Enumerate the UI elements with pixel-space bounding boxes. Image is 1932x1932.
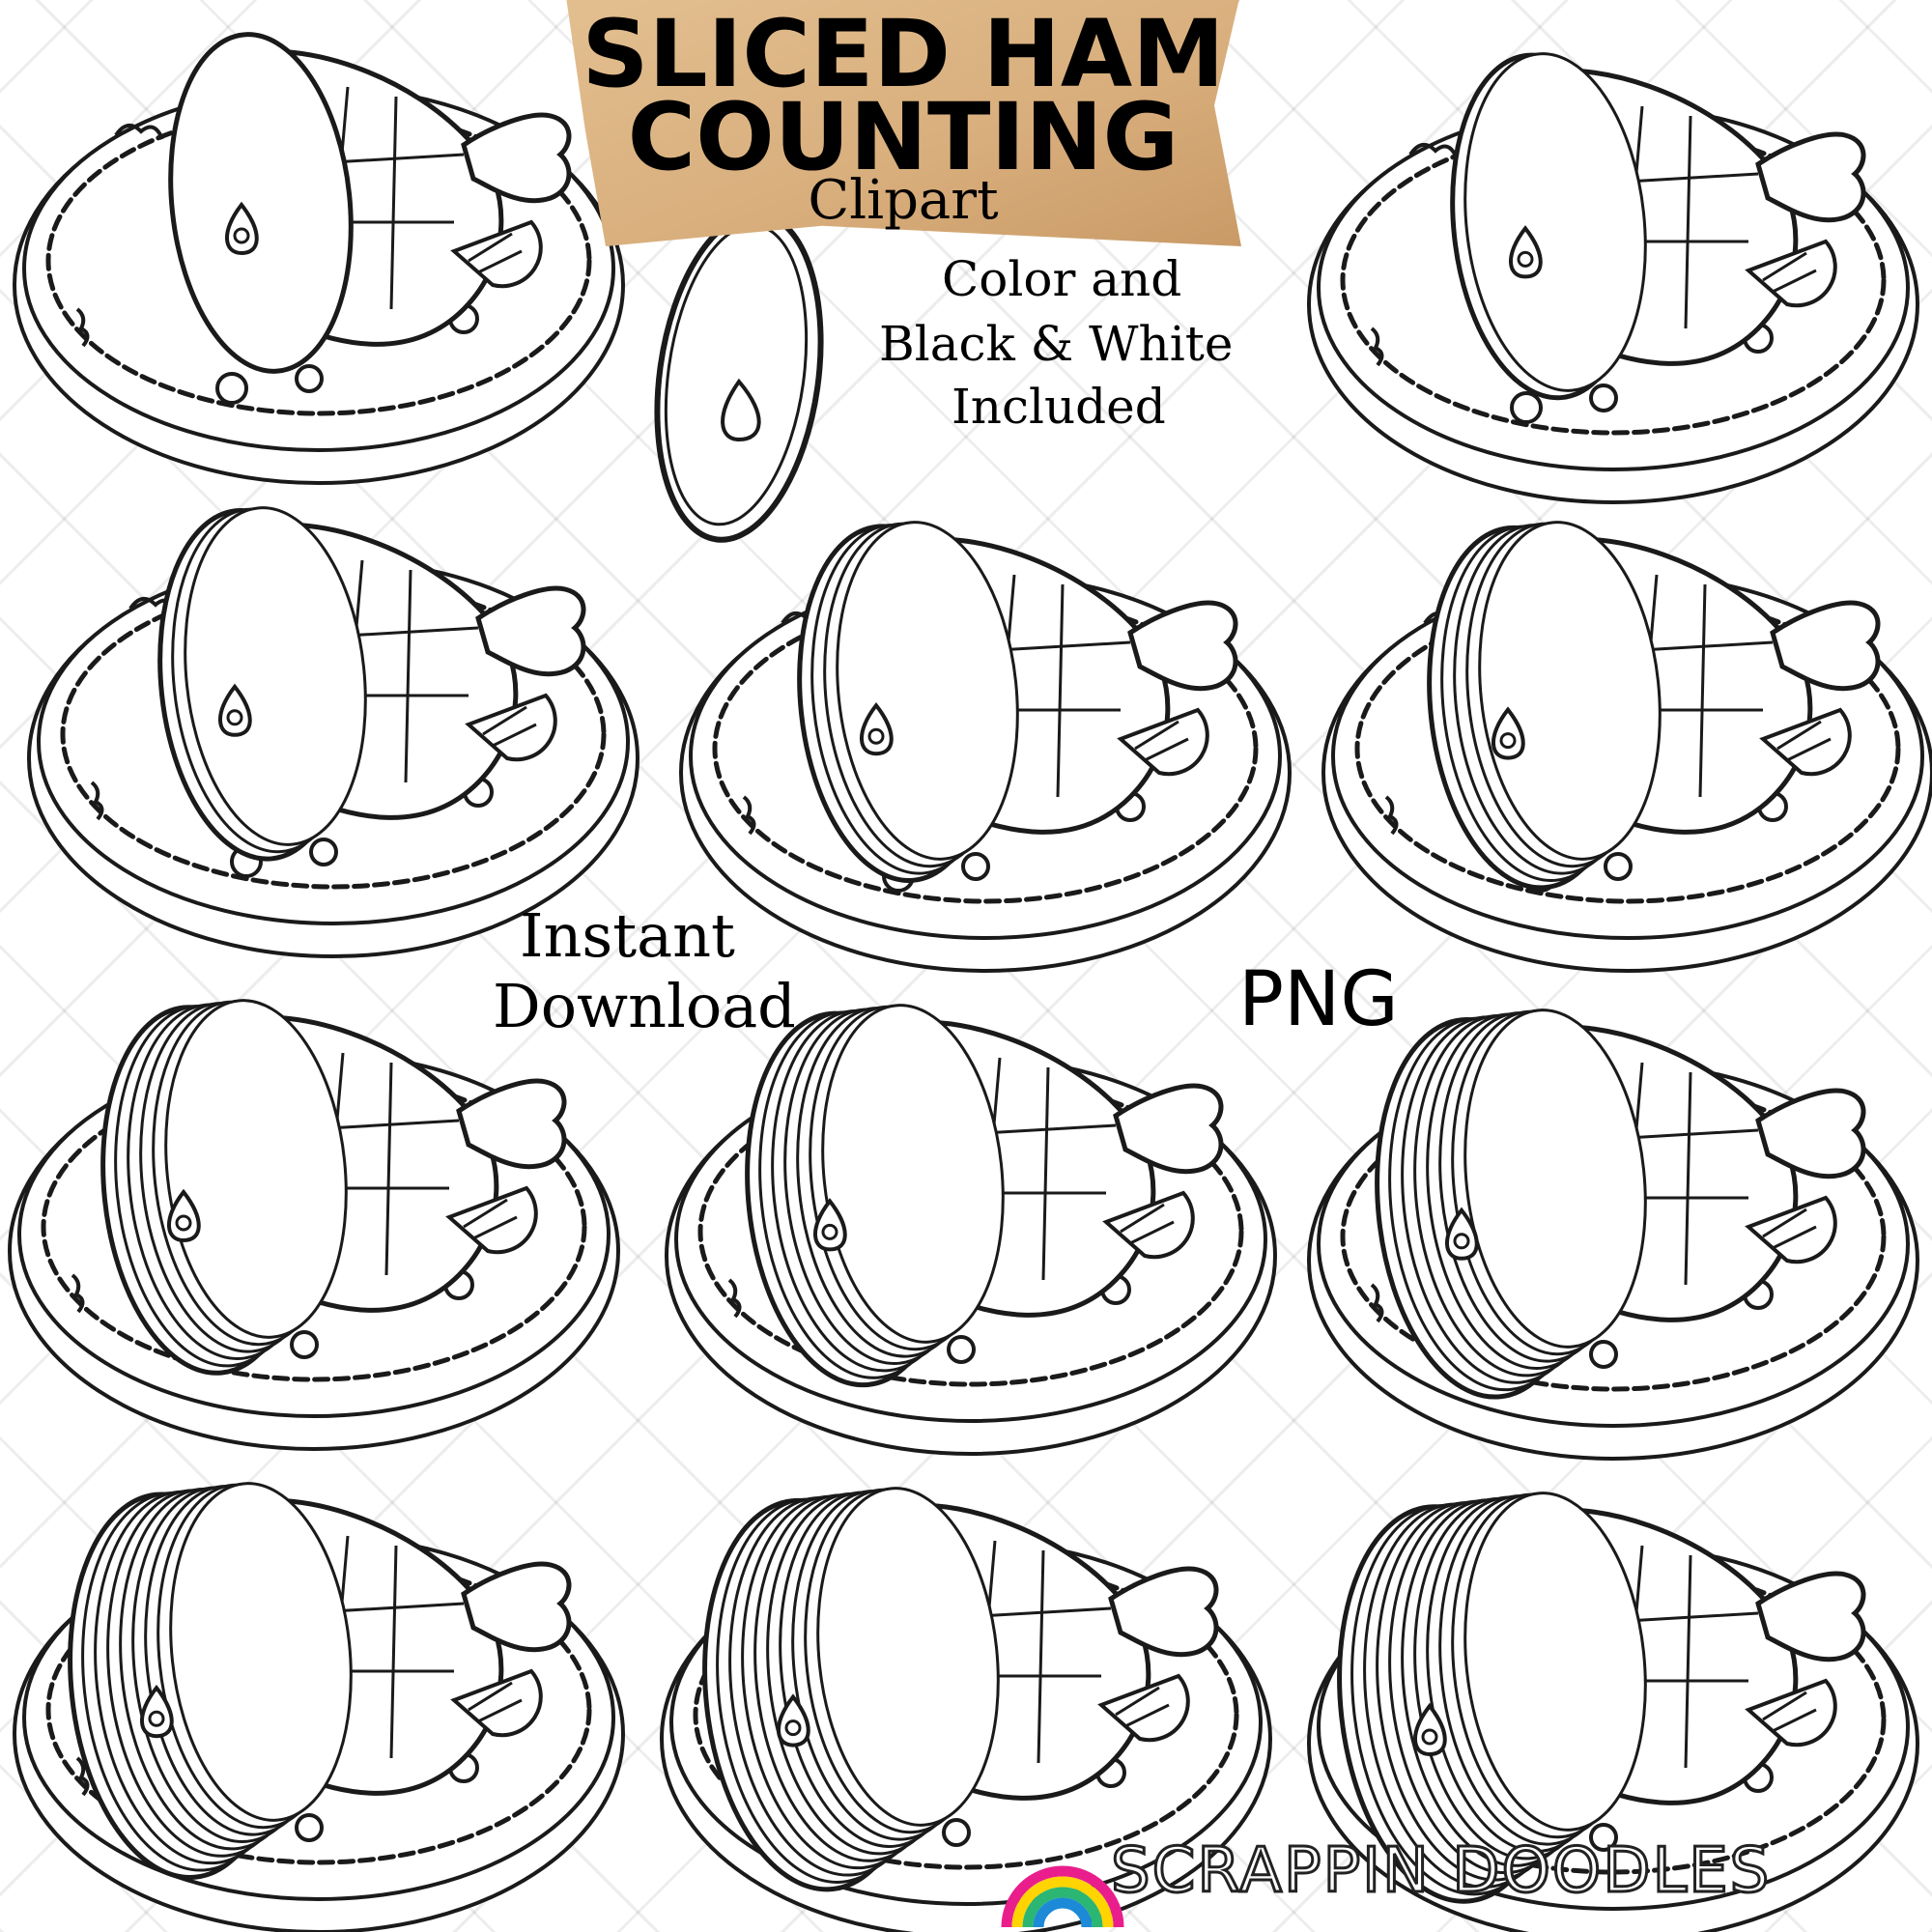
- ham-slice: [1463, 1492, 1647, 1832]
- ham-slice: [821, 1004, 1005, 1344]
- subtitle-line-1: Color and: [942, 251, 1182, 307]
- ham-slice: [168, 32, 354, 374]
- subtitle-line-3: Included: [952, 379, 1166, 435]
- ham-slice: [816, 1487, 1000, 1827]
- title-line-3: Clipart: [808, 169, 999, 232]
- ham-slice: [169, 1482, 353, 1822]
- ham-plate: [29, 506, 638, 956]
- ham-plate: [1309, 52, 1918, 502]
- ham-plate: [1309, 1492, 1918, 1932]
- format-label: PNG: [1238, 956, 1399, 1043]
- brand-name: SCRAPPIN DOODLES: [1109, 1834, 1772, 1909]
- ham-plate: [1309, 1009, 1918, 1459]
- brand-logo: [1001, 1865, 1124, 1928]
- ham-slice: [164, 999, 348, 1339]
- ham-plate: [667, 1004, 1275, 1454]
- ham-slice: [1463, 1009, 1647, 1349]
- rainbow-band: [1033, 1897, 1093, 1928]
- title-line-1: SLICED HAM: [582, 0, 1225, 108]
- ham-slice: [1478, 521, 1662, 861]
- subtitle-line-2: Black & White: [879, 316, 1234, 372]
- ham-slice: [184, 506, 367, 846]
- title-line-2: COUNTING: [627, 83, 1179, 191]
- ham-plate: [662, 1487, 1270, 1932]
- rainbow-band: [1022, 1887, 1103, 1928]
- rainbow-icon: [1001, 1865, 1124, 1928]
- ham-plate: [1323, 521, 1932, 971]
- ham-slice: [1463, 52, 1647, 392]
- single-slice: [654, 211, 824, 543]
- ham-plate: [14, 1482, 623, 1932]
- ham-plate: [14, 32, 623, 483]
- instant-line-2: Download: [493, 971, 796, 1041]
- instant-line-1: Instant: [520, 900, 735, 971]
- ham-plate: [681, 521, 1290, 971]
- ham-slice: [836, 521, 1019, 861]
- rainbow-band: [1001, 1865, 1124, 1928]
- rainbow-band: [1011, 1876, 1114, 1928]
- ham-plate: [10, 999, 618, 1449]
- title-tag-background: [565, 0, 1241, 246]
